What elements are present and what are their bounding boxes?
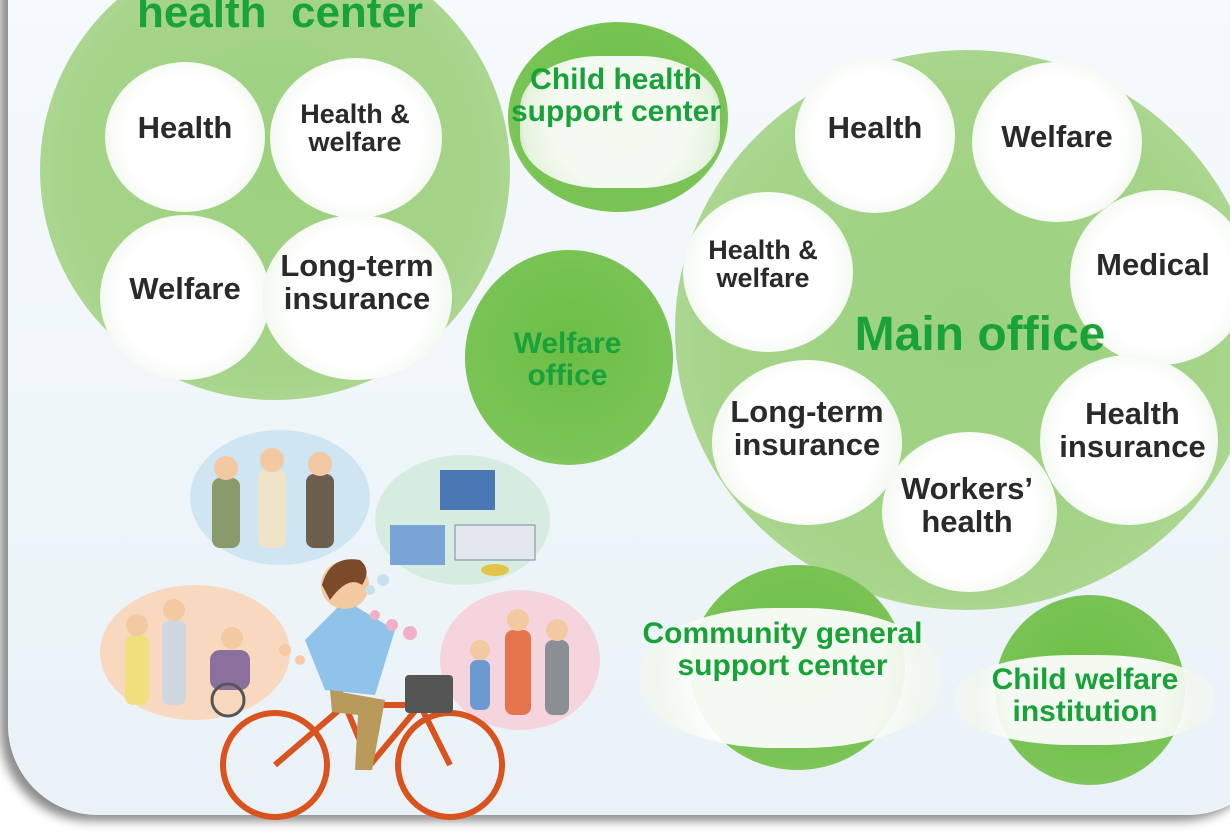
health-center-unit-label: Long-term insurance [280, 248, 434, 316]
main-office-unit-label: Health insurance [1059, 396, 1206, 464]
health-center-unit-circle [262, 215, 452, 380]
main-office-unit-label: Welfare [1001, 119, 1113, 154]
main-office-title: Main office [854, 308, 1106, 361]
health-center-unit-circle [105, 62, 265, 212]
health-center-unit-circle [100, 215, 270, 380]
child-welfare-highlight [955, 655, 1215, 745]
family-figures [470, 609, 569, 715]
bicycle-basket [405, 675, 453, 713]
health-center-unit-label: Health [137, 110, 233, 145]
welfare-office-circle [465, 250, 673, 465]
main-office-unit-circle [882, 432, 1057, 592]
main-office-unit-circle [1040, 355, 1218, 525]
main-office-unit-circle [795, 58, 955, 213]
welfare-office-label: Welfare office [513, 327, 622, 392]
main-office-unit-label: Long-term insurance [730, 394, 884, 462]
health-center-unit-label: Health & welfare [300, 99, 410, 158]
main-office-unit-circle [712, 360, 902, 525]
main-office-unit-label: Health [827, 110, 923, 145]
workers-figures [212, 448, 334, 548]
health-center-unit-circle [270, 58, 442, 218]
community-support-highlight [640, 608, 940, 748]
health-center-unit-label: Welfare [129, 271, 241, 306]
main-office-unit-label: Medical [1096, 247, 1210, 282]
buildings [390, 470, 536, 576]
child-health-support-label: Child health support center [510, 63, 722, 128]
thought-dots [279, 574, 417, 665]
child-health-support-highlight [520, 56, 720, 188]
patients-figures [125, 599, 250, 718]
community-support-label: Community general support center [642, 617, 923, 682]
main-office-unit-label: Health & welfare [708, 235, 818, 294]
child-welfare-label: Child welfare institution [991, 663, 1179, 728]
health-center-title: health center [136, 0, 424, 37]
main-office-unit-circle [683, 192, 853, 352]
main-office-unit-label: Workers’ health [900, 471, 1034, 539]
main-office-unit-circle [1070, 190, 1230, 365]
rider [305, 559, 395, 770]
main-office-unit-circle [972, 62, 1142, 222]
